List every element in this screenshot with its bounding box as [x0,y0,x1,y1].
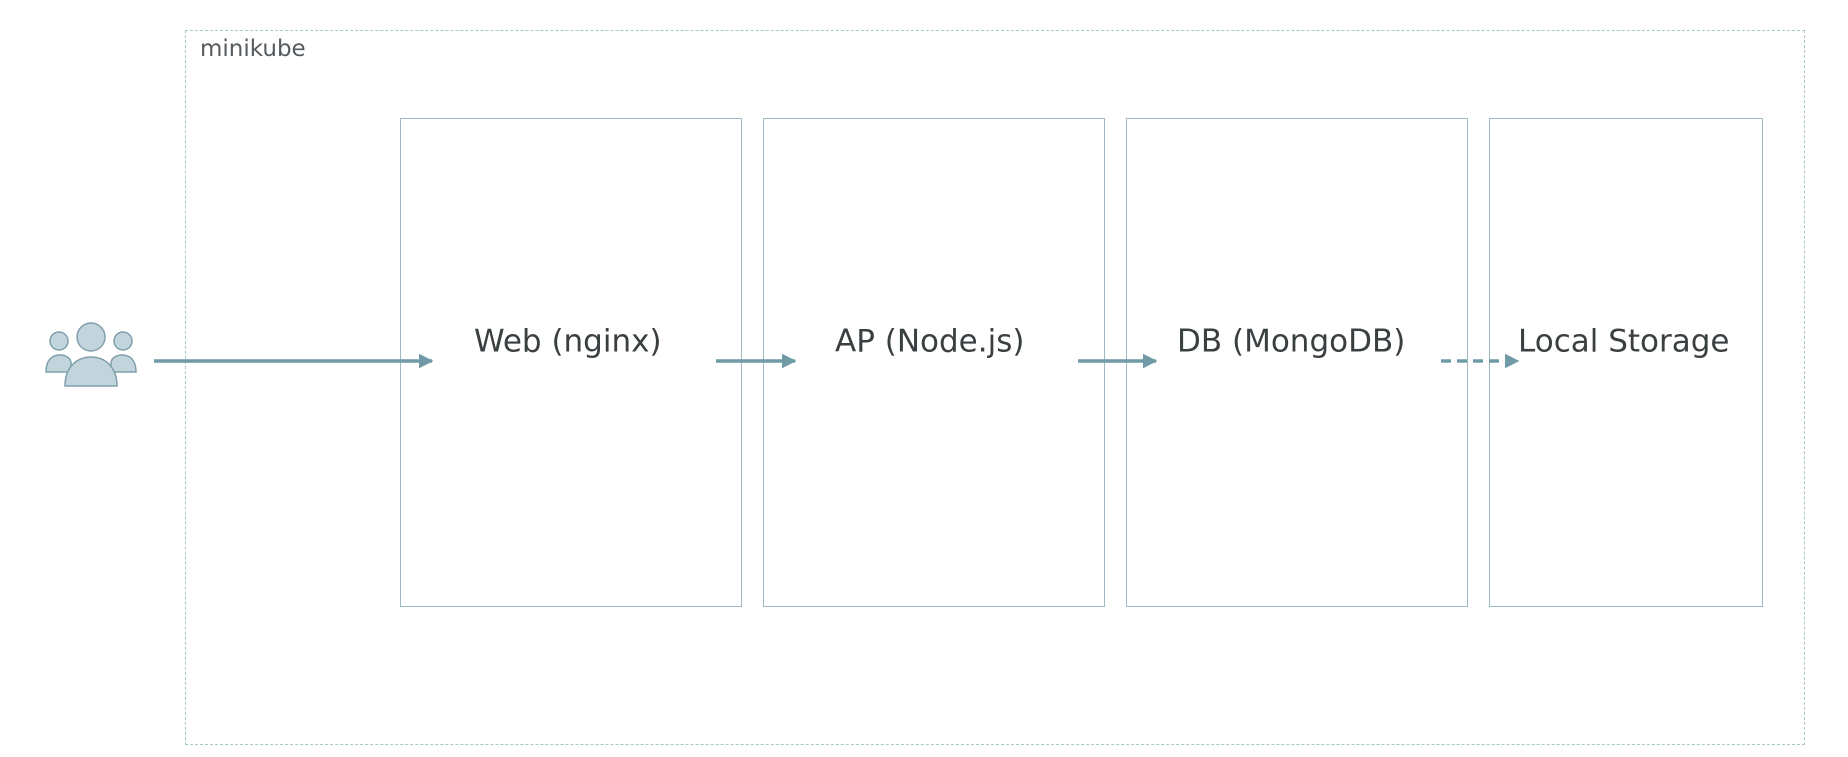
db-mongodb-label: DB (MongoDB) [1177,323,1406,360]
minikube-cluster-boundary [185,30,1805,745]
local-storage-label: Local Storage [1518,323,1730,360]
ap-nodejs-label: AP (Node.js) [835,323,1025,360]
cluster-label: minikube [200,36,306,62]
users-icon[interactable] [45,322,137,387]
web-nginx-label: Web (nginx) [474,323,662,360]
